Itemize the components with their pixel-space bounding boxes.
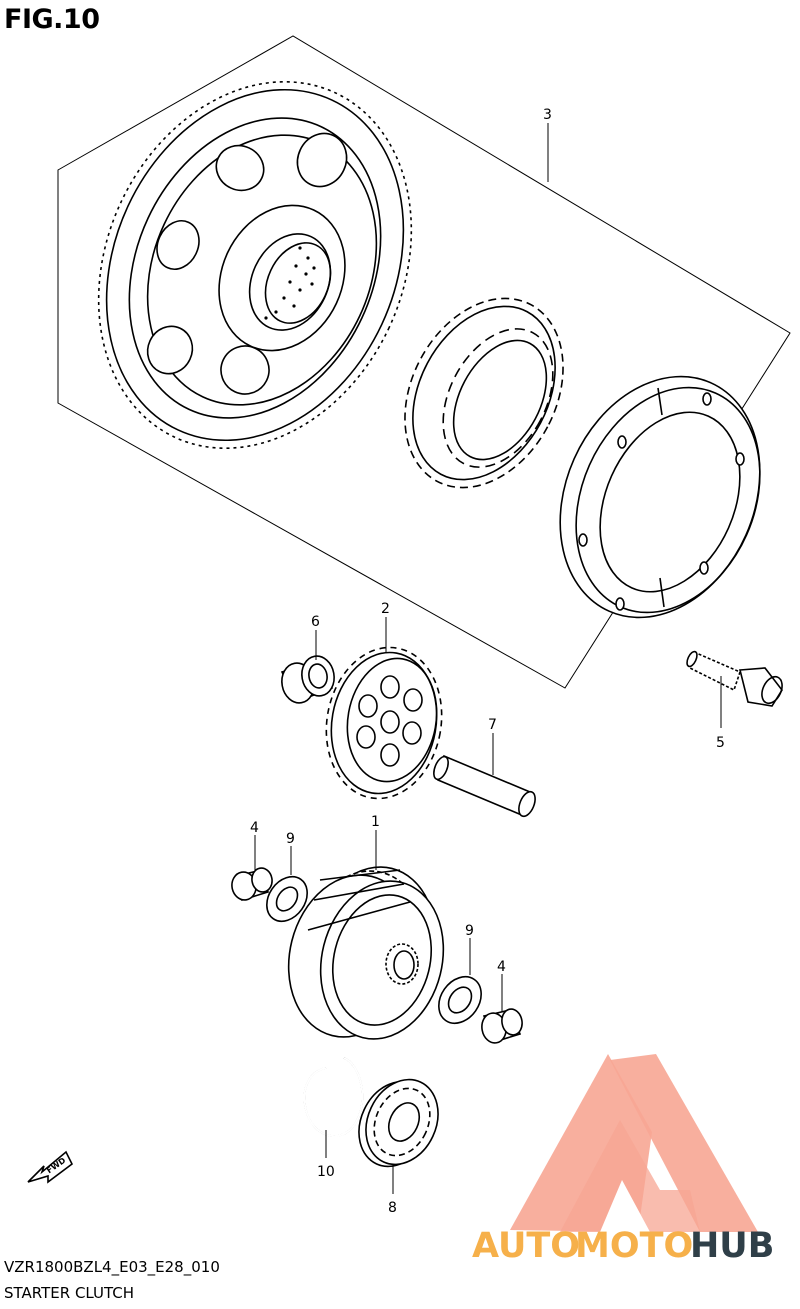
callout-1: 1 [371,814,380,830]
callout-7: 7 [488,717,497,733]
watermark-hub: HUB [690,1226,774,1266]
callout-8: 8 [388,1200,397,1216]
one-way-clutch [404,297,564,489]
callout-2: 2 [381,601,390,617]
callout-9-right: 9 [465,923,474,939]
watermark-auto: AUTO [472,1226,580,1266]
circlip [303,1057,364,1138]
starter-clutch-outer-ring [559,375,761,619]
starter-driven-gear [97,80,413,450]
bush [280,655,335,704]
callout-3: 3 [543,107,552,123]
bush-left [231,867,273,902]
washer-right [438,976,482,1024]
callout-5: 5 [716,735,725,751]
automotohub-watermark: AUTO MOTO HUB [472,1054,774,1266]
callout-4-left: 4 [250,820,259,836]
starter-clutch-assembly [287,866,445,1040]
idle-gear-shaft [433,754,536,818]
diagram-title: STARTER CLUTCH [4,1284,135,1302]
figure-title: FIG.10 [4,4,100,35]
bearing [358,1078,439,1168]
callout-10: 10 [317,1164,335,1180]
bolt [686,650,783,707]
diagram-code: VZR1800BZL4_E03_E28_010 [4,1258,220,1276]
watermark-moto: MOTO [575,1226,693,1266]
callout-4-right: 4 [497,959,506,975]
callout-leaders [254,123,722,1194]
bush-right [481,1008,523,1044]
washer-left [266,875,308,923]
callout-6: 6 [311,614,320,630]
starter-idle-gear [325,646,443,800]
forward-direction-arrow: FWD [27,1150,74,1184]
callout-9-left: 9 [286,831,295,847]
